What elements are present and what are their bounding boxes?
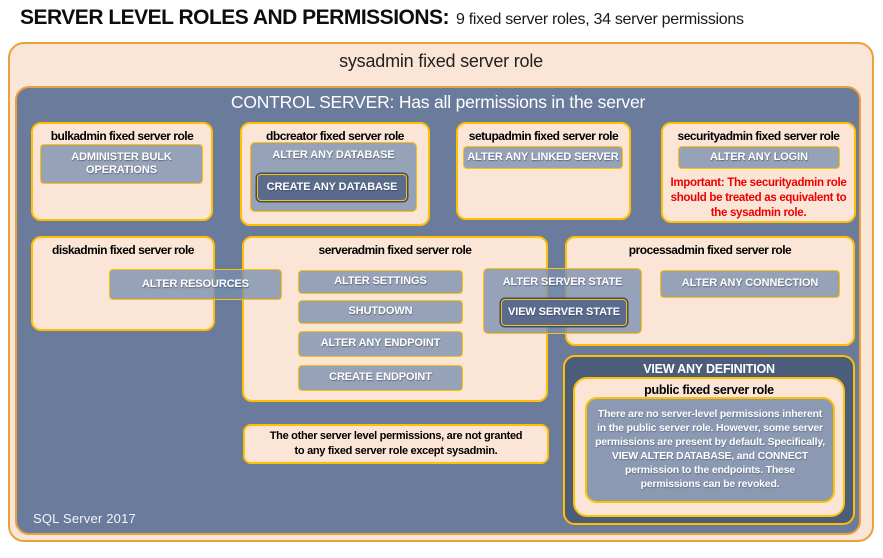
note-line-1: The other server level permissions, are … xyxy=(269,430,523,443)
page-title-main: SERVER LEVEL ROLES AND PERMISSIONS: xyxy=(20,6,450,29)
securityadmin-role-title: securityadmin fixed server role xyxy=(677,129,840,143)
shutdown-permission: SHUTDOWN xyxy=(298,300,463,324)
securityadmin-warning-text: Important: The securityadmin role should… xyxy=(670,177,847,219)
alter-any-database-permission: ALTER ANY DATABASE xyxy=(272,149,395,161)
administer-bulk-operations-permission: ADMINISTER BULK OPERATIONS xyxy=(40,144,203,184)
control-server-title: CONTROL SERVER: Has all permissions in t… xyxy=(230,92,646,112)
processadmin-role-title: processadmin fixed server role xyxy=(628,243,792,257)
public-role-title: public fixed server role xyxy=(644,383,774,397)
alter-server-state-permission: ALTER SERVER STATE xyxy=(502,276,623,288)
alter-server-state-permission-group: ALTER SERVER STATE VIEW SERVER STATE xyxy=(483,268,642,334)
create-endpoint-permission: CREATE ENDPOINT xyxy=(298,365,463,391)
setupadmin-role-title: setupadmin fixed server role xyxy=(468,129,619,143)
public-role-description-box: There are no server-level permissions in… xyxy=(585,397,835,503)
page-title: SERVER LEVEL ROLES AND PERMISSIONS: 9 fi… xyxy=(20,6,744,30)
serveradmin-role-title: serveradmin fixed server role xyxy=(318,243,472,257)
bulkadmin-role-box: bulkadmin fixed server role ADMINISTER B… xyxy=(31,122,213,221)
public-role-box: public fixed server role There are no se… xyxy=(573,377,845,517)
sysadmin-role-title: sysadmin fixed server role xyxy=(339,51,543,71)
bulkadmin-role-title: bulkadmin fixed server role xyxy=(50,129,194,143)
view-any-definition-permission: VIEW ANY DEFINITION xyxy=(643,362,775,376)
other-permissions-note: The other server level permissions, are … xyxy=(243,424,549,464)
note-line-2: to any fixed server role except sysadmin… xyxy=(294,445,498,457)
dbcreator-role-title: dbcreator fixed server role xyxy=(266,129,404,143)
serveradmin-role-box: serveradmin fixed server role ALTER SETT… xyxy=(242,236,548,402)
sql-server-version-label: SQL Server 2017 xyxy=(33,511,136,526)
alter-any-login-permission: ALTER ANY LOGIN xyxy=(678,146,840,169)
page-title-stats: 9 fixed server roles, 34 server permissi… xyxy=(456,11,744,28)
view-any-definition-box: VIEW ANY DEFINITION public fixed server … xyxy=(563,355,855,525)
diskadmin-role-title: diskadmin fixed server role xyxy=(52,243,194,257)
public-role-description-text: There are no server-level permissions in… xyxy=(595,408,825,490)
alter-resources-permission: ALTER RESOURCES xyxy=(109,269,282,300)
view-server-state-permission: VIEW SERVER STATE xyxy=(501,299,627,326)
alter-any-linked-server-permission: ALTER ANY LINKED SERVER xyxy=(463,146,623,169)
setupadmin-role-box: setupadmin fixed server role ALTER ANY L… xyxy=(456,122,631,220)
alter-settings-permission: ALTER SETTINGS xyxy=(298,270,463,294)
alter-any-database-permission-group: ALTER ANY DATABASE CREATE ANY DATABASE xyxy=(250,142,417,212)
alter-any-connection-permission: ALTER ANY CONNECTION xyxy=(660,270,840,298)
alter-any-endpoint-permission: ALTER ANY ENDPOINT xyxy=(298,331,463,357)
create-any-database-permission: CREATE ANY DATABASE xyxy=(257,174,407,201)
dbcreator-role-box: dbcreator fixed server role ALTER ANY DA… xyxy=(240,122,430,226)
securityadmin-role-box: securityadmin fixed server role ALTER AN… xyxy=(661,122,856,223)
